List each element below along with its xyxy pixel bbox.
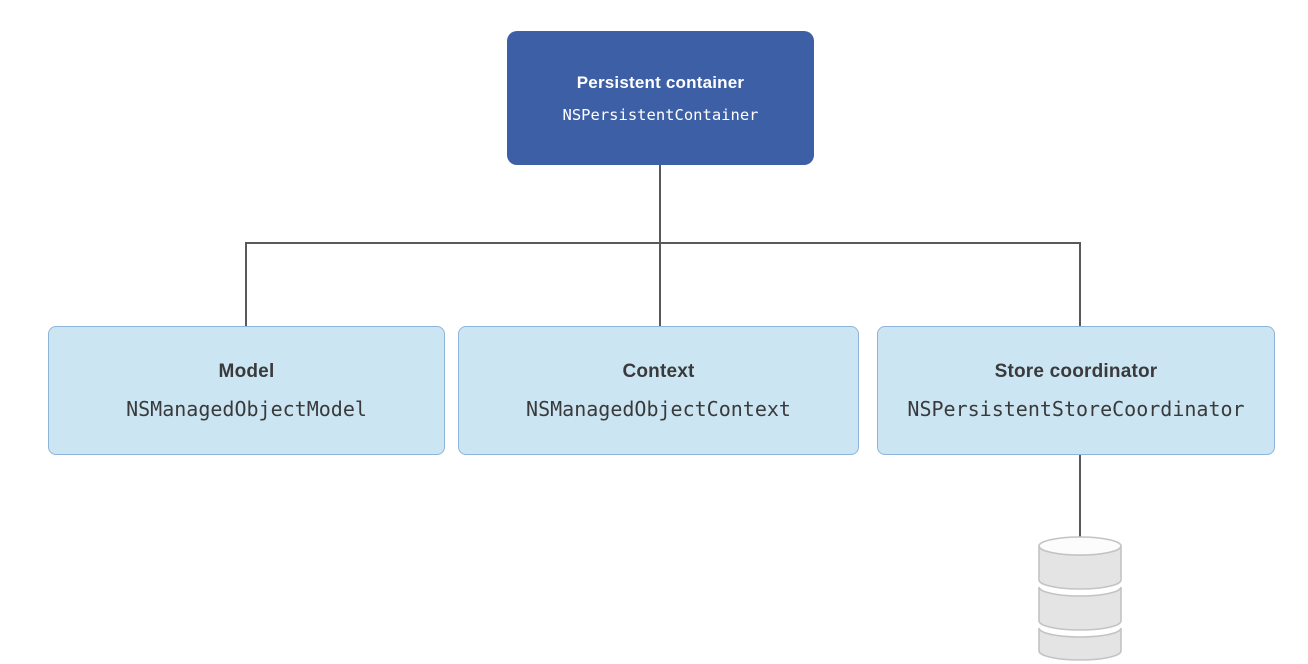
node-class-name: NSPersistentStoreCoordinator bbox=[907, 396, 1245, 421]
node-class-name: NSManagedObjectModel bbox=[126, 396, 367, 421]
node-class-name: NSPersistentContainer bbox=[562, 105, 759, 124]
node-context: Context NSManagedObjectContext bbox=[458, 326, 859, 455]
node-store-coordinator: Store coordinator NSPersistentStoreCoord… bbox=[877, 326, 1275, 455]
connector-to-model bbox=[245, 242, 247, 326]
node-model: Model NSManagedObjectModel bbox=[48, 326, 445, 455]
node-persistent-container: Persistent container NSPersistentContain… bbox=[507, 31, 814, 165]
connector-horizontal-bus bbox=[245, 242, 1081, 244]
connector-root-to-row bbox=[659, 165, 661, 326]
node-title: Persistent container bbox=[576, 72, 745, 92]
connector-store-to-database bbox=[1079, 455, 1081, 538]
node-title: Context bbox=[622, 360, 695, 382]
database-cylinder-icon bbox=[1038, 536, 1122, 661]
connector-to-store-coordinator bbox=[1079, 242, 1081, 326]
node-title: Store coordinator bbox=[994, 360, 1158, 382]
node-class-name: NSManagedObjectContext bbox=[526, 396, 791, 421]
node-title: Model bbox=[218, 360, 275, 382]
